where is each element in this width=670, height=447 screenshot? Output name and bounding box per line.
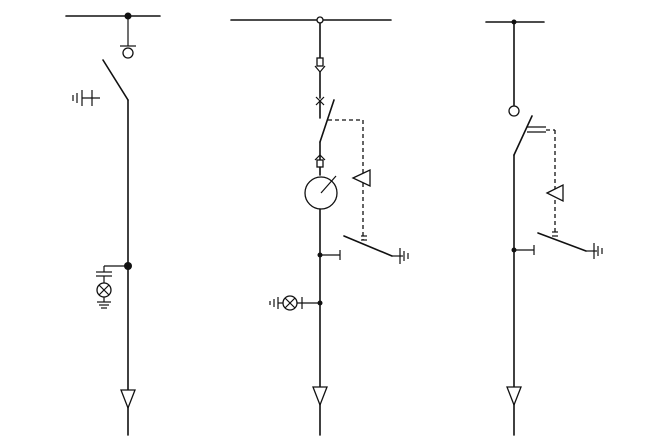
earthing-switch-icon bbox=[72, 90, 100, 106]
earthing-switch-icon-3 bbox=[514, 231, 603, 259]
disconnect-switch-blade-1 bbox=[102, 59, 129, 101]
earthing-switch-icon-2 bbox=[320, 235, 409, 264]
feeder-1 bbox=[65, 12, 161, 436]
current-transformer-icon bbox=[304, 175, 338, 210]
busbar-indicator-icon bbox=[120, 16, 136, 59]
cable-terminal-icon-3 bbox=[506, 386, 522, 407]
plug-contact-icon bbox=[314, 57, 326, 73]
breaker-blade bbox=[319, 99, 335, 143]
feeder-2 bbox=[230, 16, 409, 436]
cable-terminal-icon bbox=[120, 389, 136, 410]
busbar-junction-2 bbox=[316, 16, 324, 24]
junction-2b bbox=[317, 300, 323, 306]
junction-2a bbox=[317, 252, 323, 258]
feeder-3 bbox=[485, 19, 603, 436]
indicator-circle-icon bbox=[508, 105, 520, 117]
voltage-indicator-icon bbox=[96, 265, 128, 309]
operator-triangle-icon bbox=[351, 168, 371, 188]
cable-terminal-icon-2 bbox=[312, 386, 328, 407]
voltage-indicator-icon-2 bbox=[269, 295, 320, 311]
operator-triangle-icon-3 bbox=[545, 183, 564, 203]
load-break-blade bbox=[513, 115, 533, 156]
junction-3 bbox=[511, 247, 517, 253]
